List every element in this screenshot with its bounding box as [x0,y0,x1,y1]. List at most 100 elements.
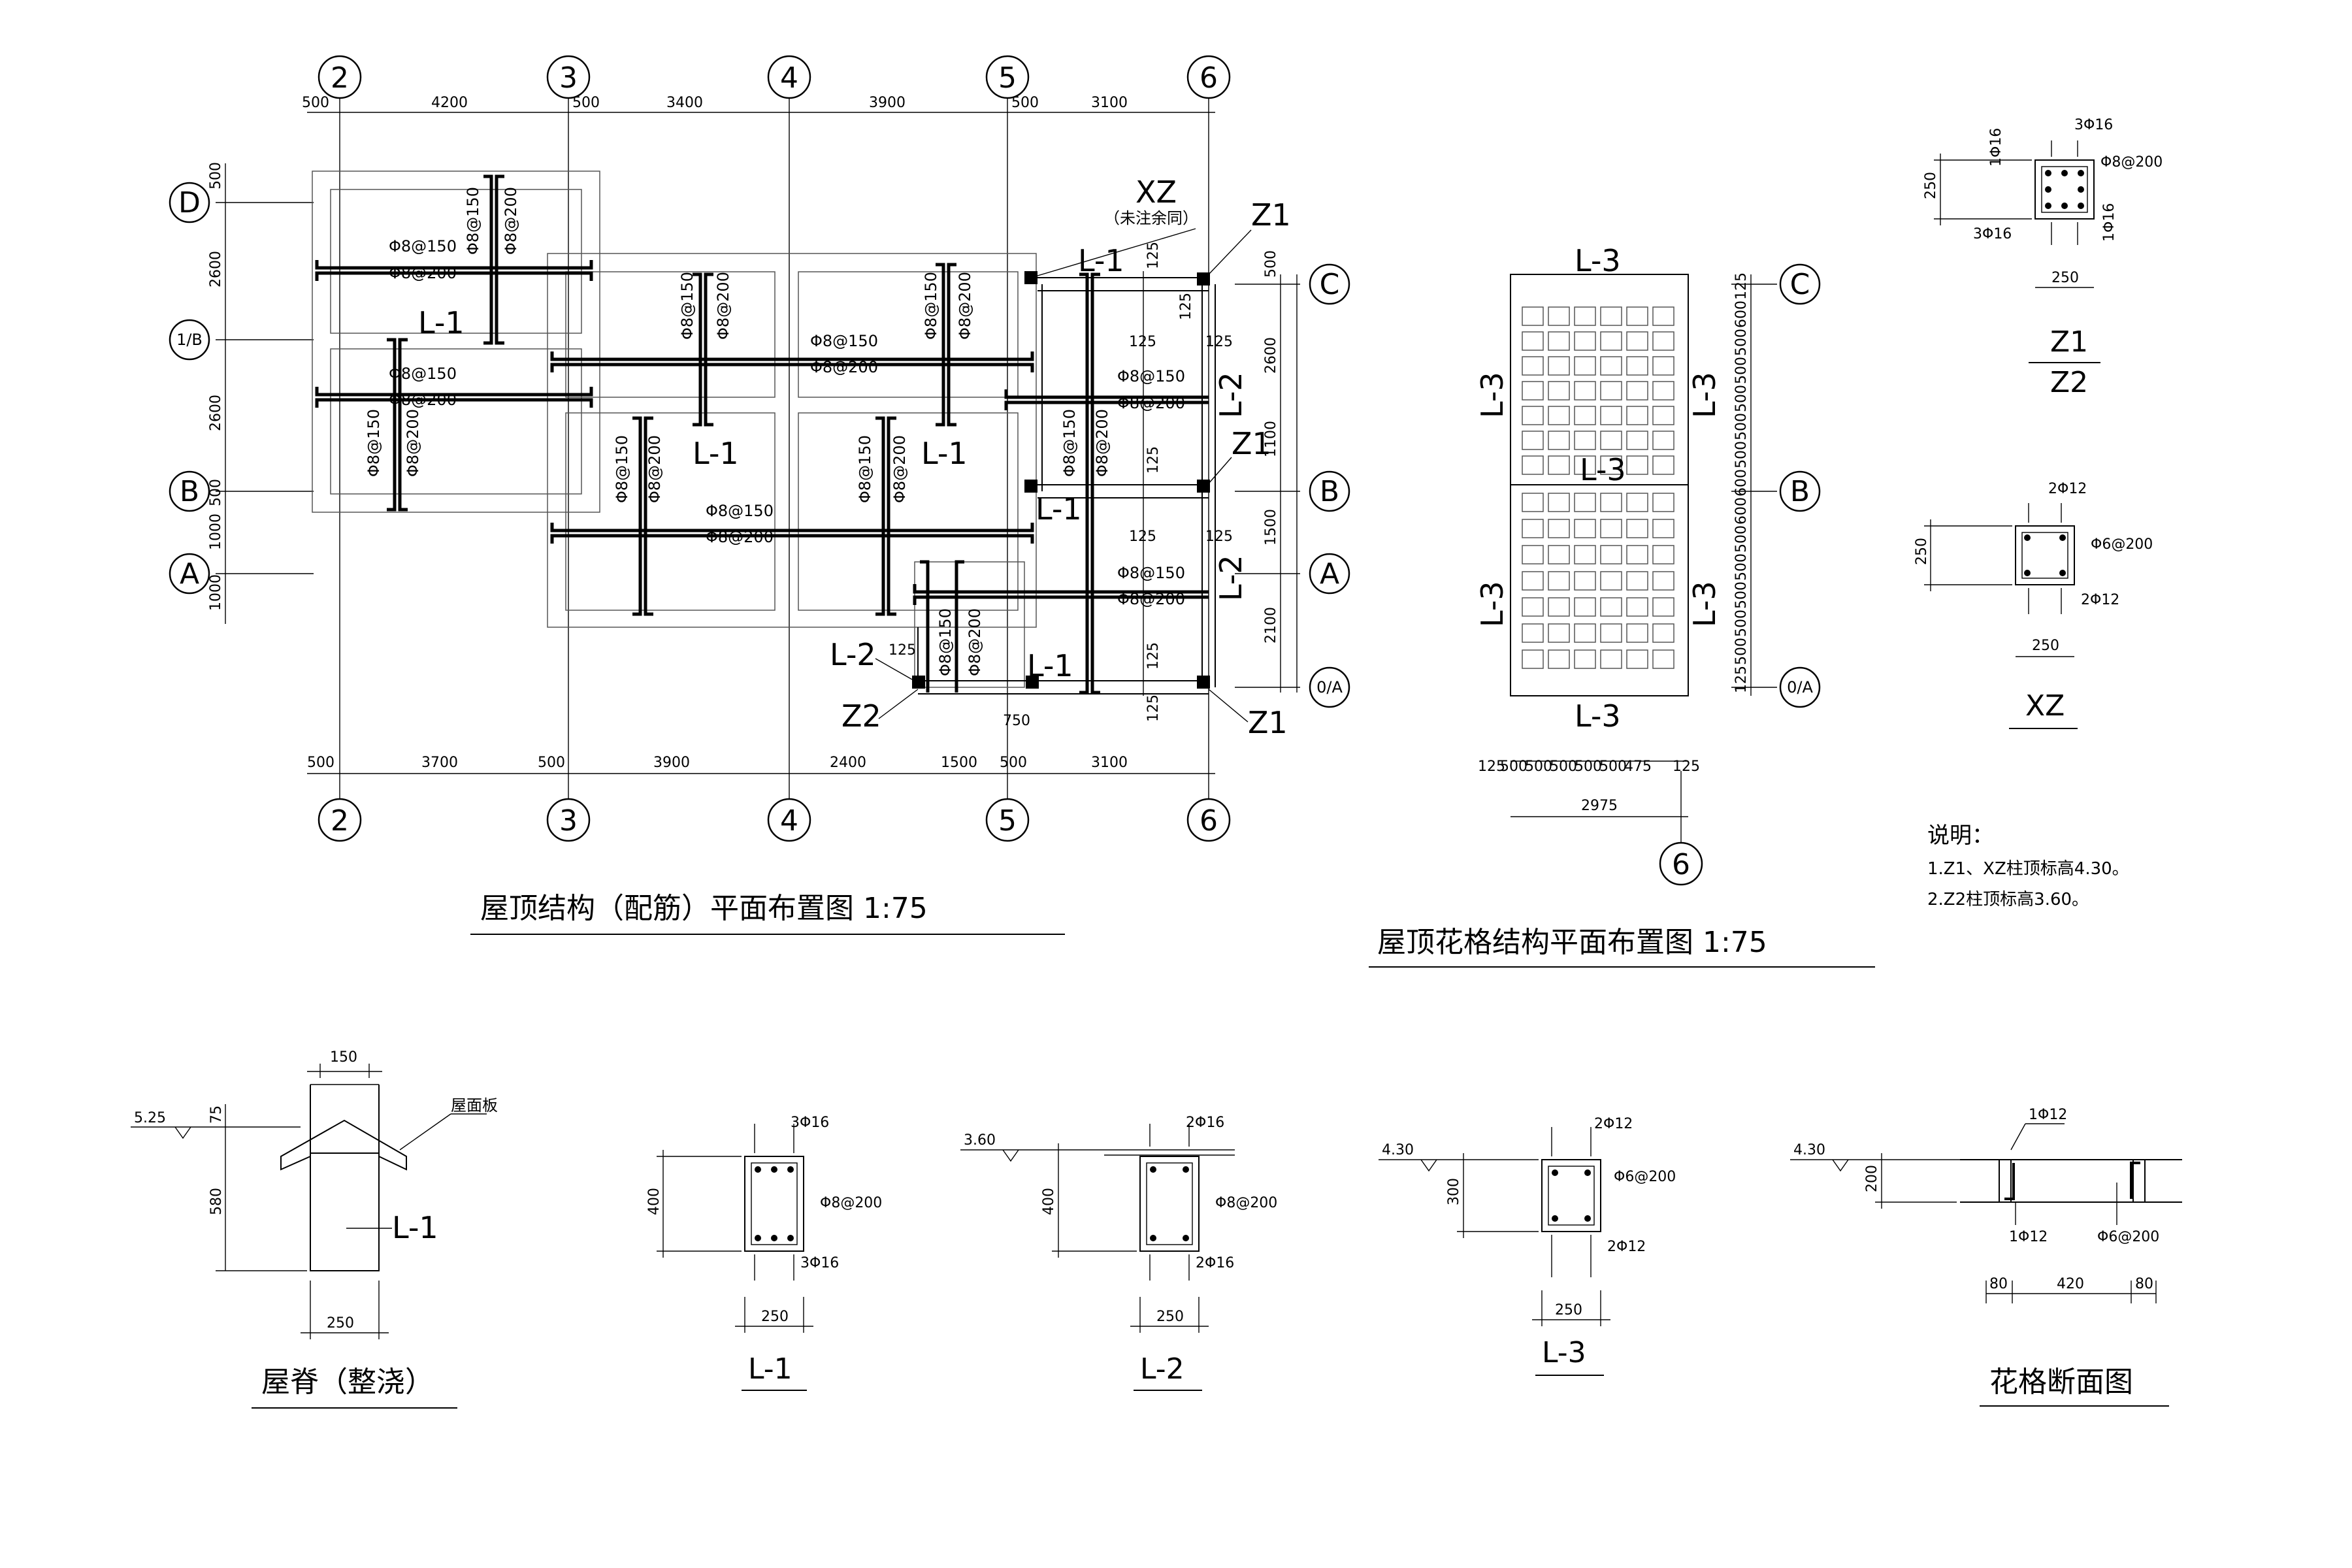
dim-right-1: 500 [1263,250,1279,278]
dim-bottom-3: 500 [538,755,565,771]
dim-top-6: 500 [1011,95,1039,111]
dim-bottom-6: 1500 [941,755,977,771]
lattice-cell [1574,306,1596,326]
l1-top-rebar: 3Φ16 [791,1115,829,1131]
lattice-cell [1574,545,1596,564]
dim-left-3: 2600 [208,395,224,431]
dim-left-5: 1000 [208,514,224,550]
dim-top-7: 3100 [1091,95,1128,111]
lattice-cell [1600,331,1622,351]
rebar-label: Φ8@200 [1093,409,1111,477]
lattice-cell [1626,406,1648,425]
column-z1 [1197,272,1210,286]
column-label-z2: Z2 [841,698,881,734]
dim-bottom-7: 500 [1000,755,1027,771]
lattice-cell [1548,381,1570,400]
rebar-label: Φ8@200 [706,528,774,546]
lattice-cell [1600,623,1622,643]
vertical-rebars [387,174,1100,694]
rebar-labels: Φ8@150 Φ8@200 Φ8@150 Φ8@200 Φ8@150 Φ8@20… [365,187,1185,676]
beam-label-l1: L-1 [1027,648,1073,683]
lattice-right-dim: 600 [1733,469,1750,497]
lattice-bottom-dim: 500 [1525,759,1552,775]
ridge-board-label: 屋面板 [451,1096,498,1115]
dim-top-2: 4200 [431,95,468,111]
lattice-bottom-dim: 475 [1624,759,1652,775]
column-z2 [912,676,925,689]
dim-left-2: 2600 [208,251,224,287]
section-l2: 3.60 2Φ16 Φ8@200 2Φ16 400 250 L-2 [960,1115,1277,1391]
lattice-cell [1652,356,1674,376]
lattice-cell [1574,406,1596,425]
notes-line-2: 2.Z2柱顶标高3.60。 [1927,890,2089,909]
lattice-height: 200 [1864,1165,1880,1192]
lattice-cell [1652,545,1674,564]
lattice-d2: 420 [2057,1276,2084,1292]
z1-top-rebar: 3Φ16 [2074,117,2113,133]
beam-label-l1: L-1 [921,436,968,471]
lattice-cell [1652,381,1674,400]
dim-125: 125 [1145,446,1162,474]
lattice-bottom-dim: 125 [1478,759,1505,775]
dim-125: 125 [889,642,916,659]
dim-125: 125 [1145,642,1162,670]
z1-bottom-rebar: 3Φ16 [1973,226,2012,242]
lattice-total-dim: 2975 [1581,798,1618,814]
lattice-cell [1522,519,1544,538]
column-z1 [1197,480,1210,493]
lattice-right-dim: 500 [1733,329,1750,356]
lattice-cell [1600,597,1622,617]
beam-label-l3: L-3 [1687,581,1722,627]
lattice-cell [1548,545,1570,564]
lattice-cell [1574,597,1596,617]
l3-top-rebar: 2Φ12 [1594,1116,1633,1132]
lattice-bottom-dim: 500 [1599,759,1627,775]
lattice-cell [1548,431,1570,450]
axis-bubbles-right: C B A 0/A [1309,263,1350,708]
rebar-label: Φ8@150 [678,272,696,340]
l2-width: 250 [1156,1309,1184,1325]
column-xz [1024,480,1037,493]
lattice-cell [1652,623,1674,643]
rebar-label: Φ8@150 [1060,409,1079,477]
beam-label-l3: L-3 [1575,243,1621,278]
lattice-axis-label: B [1790,475,1810,508]
lattice-cell [1652,597,1674,617]
l2-name: L-2 [1140,1352,1184,1386]
axis-bubbles-bottom: 2 3 4 5 6 [318,798,1231,842]
dim-top-5: 3900 [869,95,906,111]
lattice-d1: 80 [1989,1276,2008,1292]
rebar-label: Φ8@150 [613,435,631,503]
dim-top-3: 500 [572,95,600,111]
section-ridge: 150 5.25 75 580 250 屋面板 L-1 屋脊（整浇） [131,1049,498,1409]
rebar-label: Φ8@200 [714,272,732,340]
rebar-label: Φ8@200 [389,391,457,409]
lattice-cell [1626,331,1648,351]
lattice-cell [1652,493,1674,512]
lattice-cell [1574,381,1596,400]
lattice-cell [1574,331,1596,351]
lattice-cell [1548,331,1570,351]
beam-label-l3: L-3 [1580,452,1626,487]
lattice-cell [1626,597,1648,617]
notes: 说明： 1.Z1、XZ柱顶标高4.30。 2.Z2柱顶标高3.60。 [1927,823,2129,909]
dim-125: 125 [1129,334,1156,350]
lattice-cell [1522,406,1544,425]
lattice-cell [1600,406,1622,425]
l2-top-rebar: 2Φ16 [1186,1115,1224,1131]
l3-height: 300 [1446,1178,1462,1205]
plan-dimension-lines [225,112,1298,774]
lattice-cell [1652,306,1674,326]
beam-label-l3: L-3 [1475,581,1510,627]
section-l1: 3Φ16 Φ8@200 3Φ16 400 250 L-1 [646,1115,882,1391]
rebar-label: Φ8@200 [1117,394,1185,412]
lattice-cell [1548,519,1570,538]
axis-bubbles-left: D 1/B B A [169,182,210,595]
lattice-cell [1522,571,1544,591]
dim-right-4: 1500 [1263,509,1279,546]
lattice-cell [1522,597,1544,617]
beam-label-l2: L-2 [830,637,876,672]
axis-label-row: 0/A [1316,678,1343,696]
dim-125: 125 [1178,293,1194,320]
